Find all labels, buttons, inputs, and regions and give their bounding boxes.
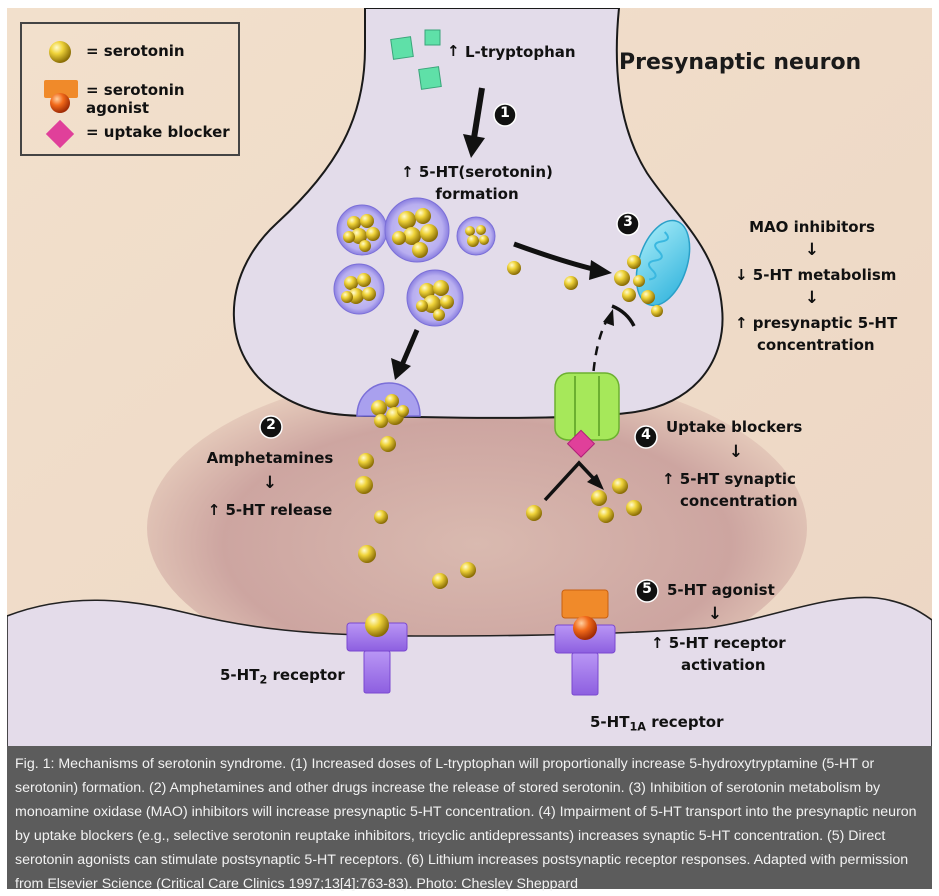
mitochondrion <box>635 219 691 307</box>
step1-result-line1: ↑ 5-HT(serotonin) <box>401 163 553 181</box>
step4-cause: Uptake blockers <box>666 418 803 436</box>
legend-icons <box>44 41 78 149</box>
figure-caption: Fig. 1: Mechanisms of serotonin syndrome… <box>7 746 932 892</box>
step3-cause: MAO inhibitors <box>749 218 875 236</box>
step-4-badge: 4 <box>641 427 651 443</box>
step4-effect-line2: concentration <box>680 492 798 510</box>
step-badges <box>259 103 659 603</box>
step1-result-line2: formation <box>435 185 519 203</box>
uptake-blocker <box>566 429 596 458</box>
arrow-blocked-reuptake <box>543 460 604 502</box>
arrow-to-mao <box>513 241 612 280</box>
step3-effect2-line1: ↑ presynaptic 5-HT <box>735 314 898 332</box>
step5-arrow: ↓ <box>707 604 723 624</box>
step5-effect-line2: activation <box>681 656 766 674</box>
serotonin-ball-icon <box>49 41 71 63</box>
legend-agonist-label: = serotonin agonist <box>86 81 185 117</box>
serotonin-agonist-icon <box>44 80 78 98</box>
reuptake-path <box>590 304 636 404</box>
step2-arrow: ↓ <box>262 473 278 493</box>
step3-arrow1: ↓ <box>804 240 820 260</box>
postsynaptic-neuron <box>7 596 932 748</box>
presynaptic-neuron <box>232 8 724 419</box>
step1-tryptophan-label: L-tryptophan <box>465 43 576 61</box>
vesicle <box>456 216 496 256</box>
arrow-vesicle-to-release <box>391 329 420 380</box>
released-serotonin <box>355 436 476 589</box>
vesicle <box>384 197 450 263</box>
synaptic-serotonin <box>526 478 642 523</box>
vesicle <box>333 263 385 315</box>
step3-effect2-line2: concentration <box>757 336 875 354</box>
serotonin-molecule <box>507 261 521 275</box>
serotonin-cluster-mao <box>614 255 663 317</box>
step5-effect-line1: ↑ 5-HT receptor <box>651 634 786 652</box>
vesicle <box>406 269 464 327</box>
legend-serotonin-label: = serotonin <box>86 42 185 60</box>
uptake-blocker-diamond-icon <box>45 119 75 149</box>
receptor-label-subscript: 1A <box>629 720 646 734</box>
step-5-badge: 5 <box>642 581 652 597</box>
step1-tryptophan-arrow: ↑ <box>447 42 460 60</box>
step-1-badge: 1 <box>500 105 510 121</box>
presynaptic-neuron-title: Presynaptic neuron <box>619 50 862 75</box>
receptor-label-suffix: receptor <box>267 666 345 684</box>
5ht2-receptor-label: 5-HT2 receptor <box>220 666 345 686</box>
serotonin-transporter <box>554 372 620 441</box>
step3-arrow2: ↓ <box>804 288 820 308</box>
receptor-label-base: 5-HT <box>220 666 260 684</box>
step4-effect-line1: ↑ 5-HT synaptic <box>662 470 796 488</box>
receptor-label-suffix: receptor <box>646 713 724 731</box>
legend-blocker-label: = uptake blocker <box>86 123 230 141</box>
legend: = serotonin = serotonin agonist = uptake… <box>20 22 240 156</box>
l-tryptophan-cubes <box>390 29 442 90</box>
vesicles <box>333 197 496 327</box>
step2-cause: Amphetamines <box>206 449 334 467</box>
vesicle <box>336 204 388 256</box>
5ht2-receptor <box>346 613 408 694</box>
step3-effect1: ↓ 5-HT metabolism <box>735 266 897 284</box>
receptor-label-subscript: 2 <box>259 673 268 687</box>
5ht1a-receptor <box>554 589 616 696</box>
fusing-vesicle <box>356 382 421 428</box>
5ht1a-receptor-label: 5-HT1A receptor <box>590 713 723 733</box>
step5-cause: 5-HT agonist <box>667 581 775 599</box>
serotonin-molecule <box>564 276 578 290</box>
diagram-artwork <box>7 8 932 748</box>
step4-arrow: ↓ <box>728 442 744 462</box>
serotonin-agonist <box>561 589 609 619</box>
step-3-badge: 3 <box>623 214 633 230</box>
step2-effect: ↑ 5-HT release <box>207 501 333 519</box>
receptor-label-base: 5-HT <box>590 713 630 731</box>
step-2-badge: 2 <box>266 417 276 433</box>
serotonin-syndrome-diagram: 1 2 3 4 5 = serotonin = serotonin agonis… <box>7 8 932 748</box>
arrow-step1 <box>463 87 485 158</box>
